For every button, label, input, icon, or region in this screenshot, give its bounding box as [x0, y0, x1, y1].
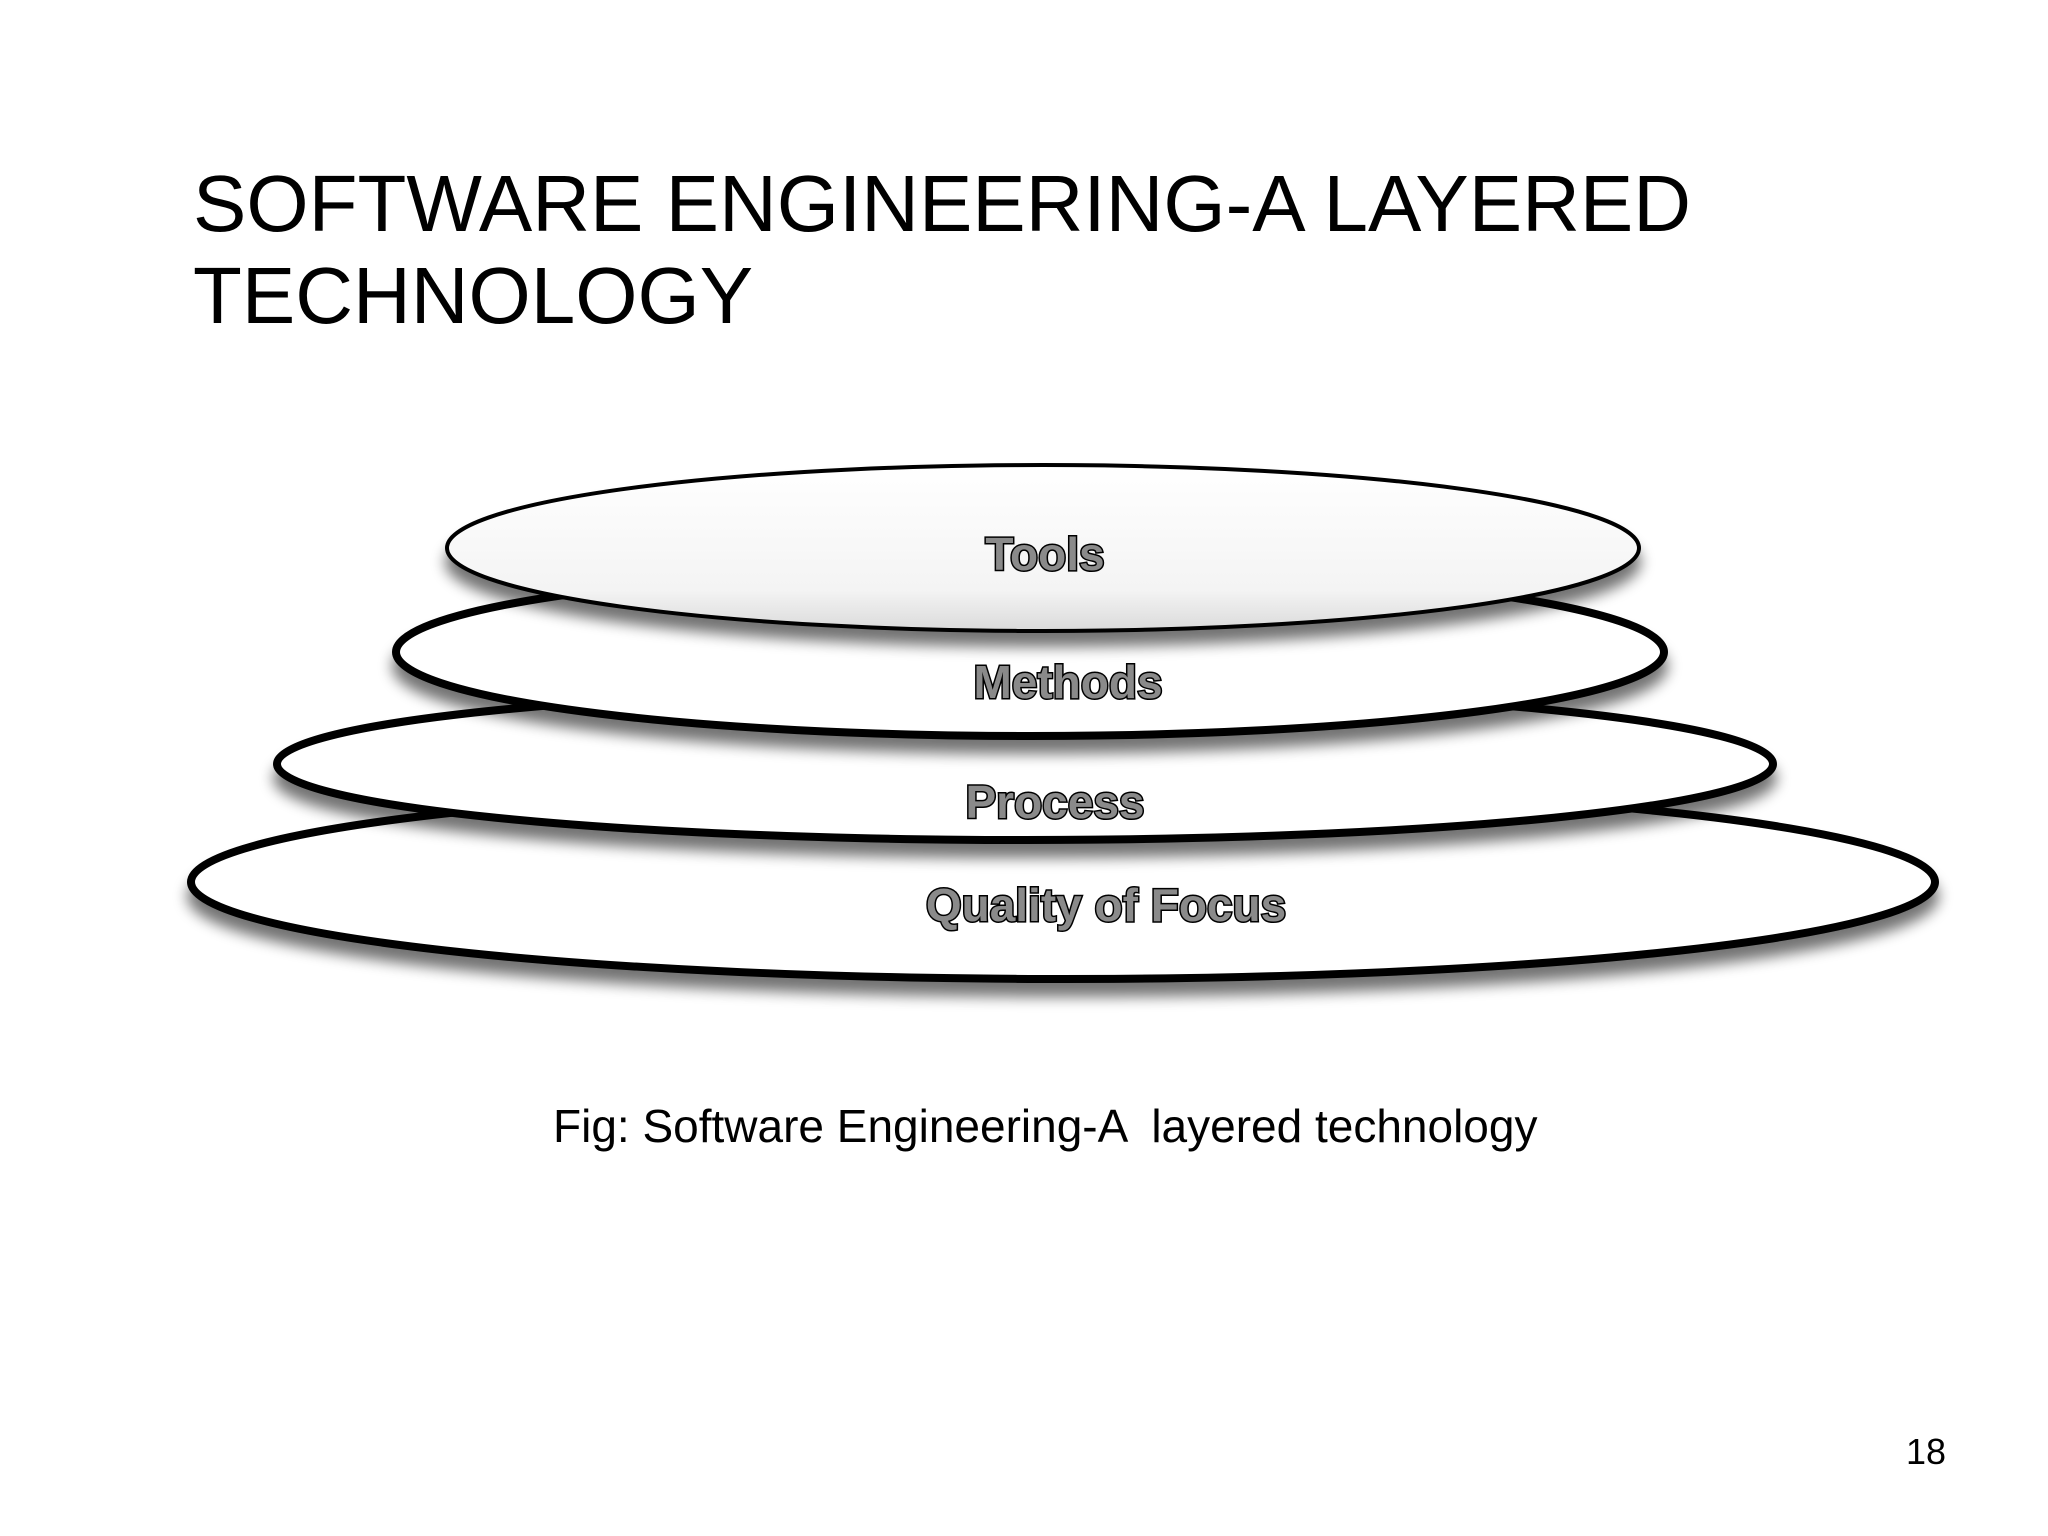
slide-title-line-2: TECHNOLOGY: [193, 251, 754, 340]
layer-tools-ellipse: [445, 463, 1641, 633]
layer-tools: Tools: [445, 463, 1641, 633]
page-number: 18: [1905, 1431, 1946, 1472]
layer-quality-of-focus: Quality of Focus: [187, 781, 1939, 983]
layer-methods-label: Methods: [973, 656, 1162, 708]
layer-quality-of-focus-label: Quality of Focus: [926, 879, 1286, 931]
slide-title: SOFTWARE ENGINEERING-A LAYERED TECHNOLOG…: [193, 158, 1893, 342]
layer-tools-label: Tools: [985, 528, 1104, 580]
figure-caption: Fig: Software Engineering-A layered tech…: [553, 1100, 1538, 1152]
layer-process-label: Process: [965, 776, 1144, 828]
slide-title-line-1: SOFTWARE ENGINEERING-A LAYERED: [193, 159, 1692, 248]
